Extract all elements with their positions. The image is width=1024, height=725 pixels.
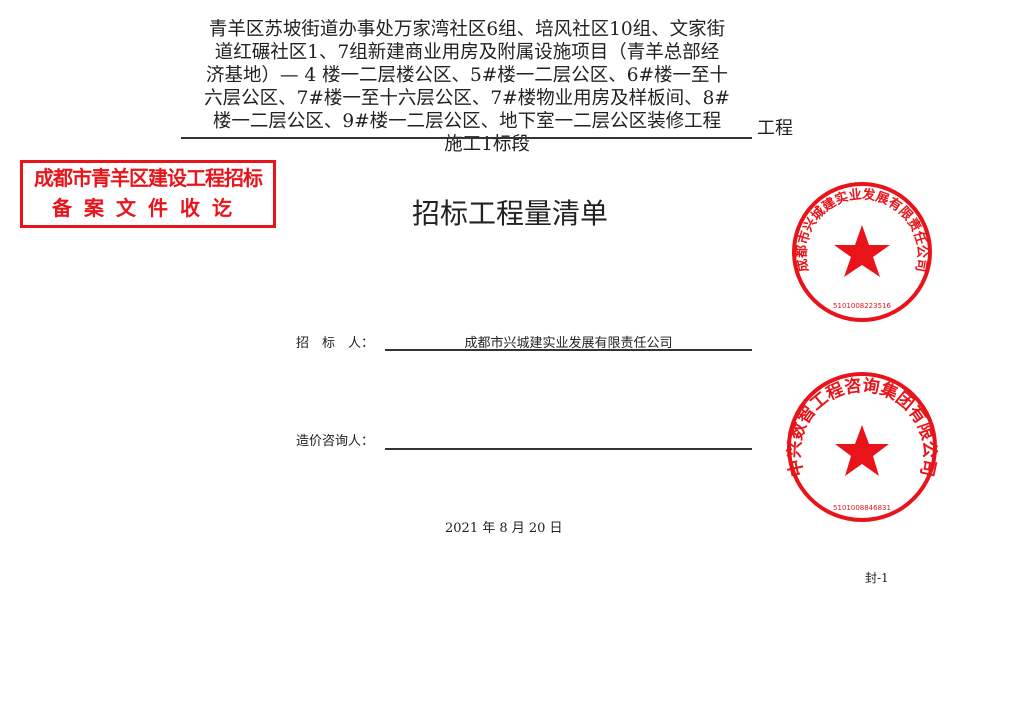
project-line: 济基地）— 4 楼一二层楼公区、5#楼一二层公区、6#楼一至十 — [205, 65, 729, 86]
page-code: 封-1 — [865, 571, 889, 585]
project-name: 青羊区苏坡街道办事处万家湾社区6组、培风社区10组、文家街 道红碾社区1、7组新… — [184, 18, 750, 156]
tenderer-value: 成都市兴城建实业发展有限责任公司 — [464, 336, 673, 351]
tenderer-label: 招 标 人： — [296, 336, 375, 351]
star-icon — [834, 225, 890, 277]
project-line: 施工1标段 — [444, 134, 530, 155]
filing-stamp-line2: 备案文件收讫 — [52, 196, 244, 220]
filing-stamp-line1: 成都市青羊区建设工程招标 — [34, 166, 263, 190]
project-line: 楼一二层公区、9#楼一二层公区、地下室一二层公区装修工程 — [212, 111, 722, 132]
consultant-seal-code: 5101008846831 — [833, 504, 891, 512]
date: 2021 年 8 月 20 日 — [445, 521, 563, 536]
star-icon — [835, 425, 889, 476]
project-underline — [181, 137, 752, 139]
tenderer-underline — [385, 349, 752, 351]
page-title: 招标工程量清单 — [411, 197, 608, 230]
project-line: 六层公区、7#楼一至十六层公区、7#楼物业用房及样板间、8# — [204, 88, 730, 109]
project-suffix: 工程 — [757, 118, 793, 139]
tenderer-seal-code: 5101008223516 — [833, 302, 891, 310]
project-line: 道红碾社区1、7组新建商业用房及附属设施项目（青羊总部经 — [214, 42, 720, 63]
tenderer-seal: 成都市兴城建实业发展有限责任公司 5101008223516 — [792, 182, 932, 322]
project-line: 青羊区苏坡街道办事处万家湾社区6组、培风社区10组、文家街 — [208, 19, 726, 40]
consultant-underline — [385, 448, 752, 450]
consultant-label: 造价咨询人： — [296, 434, 375, 449]
filing-stamp: 成都市青羊区建设工程招标 备案文件收讫 — [20, 160, 276, 228]
consultant-seal: 中兴数智工程咨询集团有限公司 5101008846831 — [785, 372, 939, 522]
